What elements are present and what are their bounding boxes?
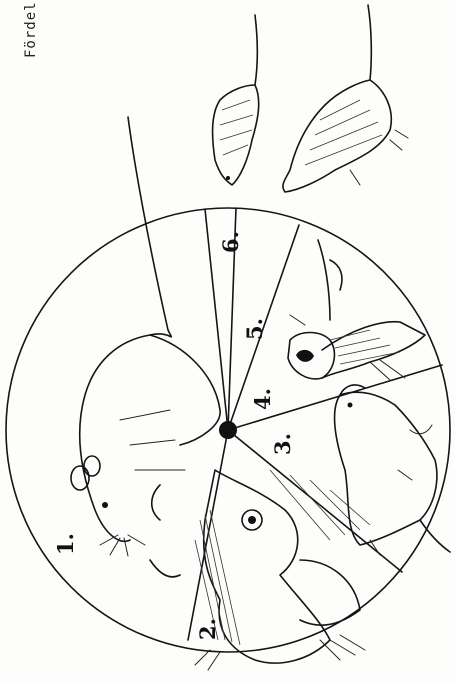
sector-label-4: 4. bbox=[250, 388, 275, 410]
shrew-upper-illustration bbox=[213, 15, 259, 185]
sector-label-2: 2. bbox=[195, 618, 220, 640]
sector-label-1: 1. bbox=[53, 533, 78, 555]
sector-labels: 1. 2. 3. 4. 5. 6. bbox=[53, 231, 295, 640]
pie-center-dot bbox=[219, 421, 237, 439]
bird-illustration bbox=[288, 240, 425, 380]
caption-text: Fördel bbox=[23, 1, 39, 58]
frog-illustration bbox=[195, 470, 370, 670]
sector-label-3: 3. bbox=[270, 433, 295, 455]
mouse-illustration bbox=[71, 117, 220, 577]
sector-label-5: 5. bbox=[242, 318, 267, 340]
sector-label-6: 6. bbox=[218, 231, 243, 253]
shrew-lower-illustration bbox=[283, 5, 408, 192]
rat-illustration bbox=[335, 385, 450, 555]
